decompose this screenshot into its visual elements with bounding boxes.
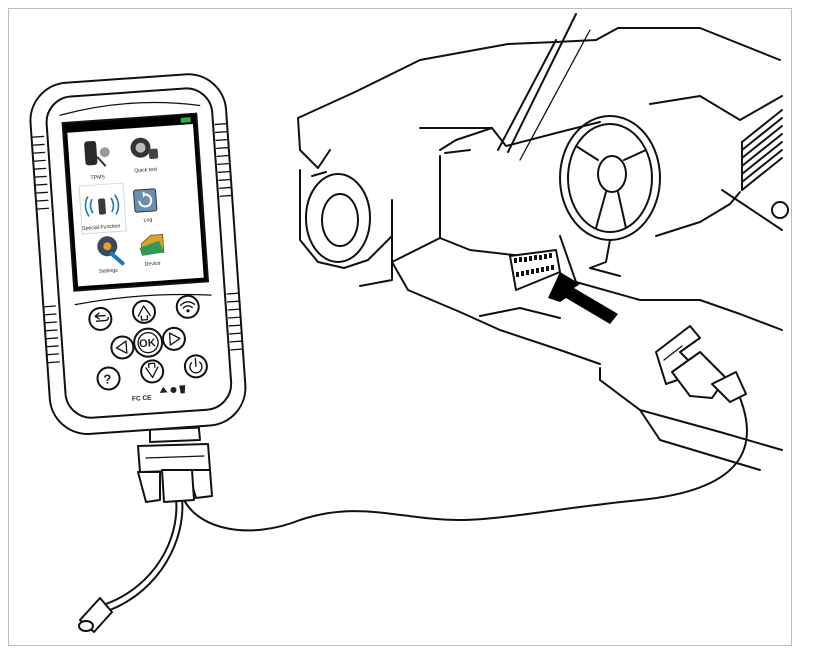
socket-pins-bottom: [516, 265, 554, 277]
obd-plug: [655, 325, 747, 403]
car-interior: [297, 13, 789, 471]
steering-wheel: [559, 115, 661, 277]
wireless-trigger-button[interactable]: [175, 294, 200, 319]
recycle-icon: [159, 386, 168, 393]
dash-lower-left: [299, 169, 393, 287]
menu-tile-special-function[interactable]: Special Function: [78, 182, 127, 235]
up-arrow-icon: [137, 305, 151, 321]
menu-tile-settings[interactable]: Settings: [97, 235, 125, 275]
menu-tile-quick-test[interactable]: Quick test: [130, 137, 159, 175]
tire-gauge-icon: [130, 137, 159, 159]
air-vent: [741, 109, 783, 191]
folder-icon: [139, 233, 165, 256]
obd-cable: [78, 325, 748, 633]
down-button[interactable]: [140, 359, 165, 384]
left-grip-ridges: [30, 135, 60, 364]
device-inner-bezel: [45, 87, 233, 419]
certification-marks: FC CE: [132, 385, 186, 403]
menu-label-settings: Settings: [99, 268, 119, 275]
log-refresh-icon: [133, 188, 158, 213]
down-arrow-icon: [145, 362, 159, 379]
certification-text: FC CE: [132, 395, 153, 403]
help-icon: ?: [103, 371, 112, 387]
wireless-signal-icon: [84, 194, 120, 217]
tpms-sensor-icon: [84, 140, 110, 167]
weee-bin-icon: [179, 385, 186, 394]
tpms-handheld-device: TPMS Quick test Special Function: [29, 73, 247, 435]
power-icon: [189, 357, 203, 374]
menu-label-log: Log: [143, 217, 152, 224]
ok-button[interactable]: OK: [133, 327, 164, 358]
left-arrow-icon: [115, 340, 128, 354]
menu-tile-device[interactable]: Device: [139, 233, 165, 268]
help-button[interactable]: ?: [96, 366, 121, 391]
obd-socket: [509, 249, 561, 291]
menu-label-device: Device: [144, 261, 160, 268]
keypad: OK ? F: [74, 293, 212, 403]
dash-knob: [771, 201, 789, 219]
right-button[interactable]: [161, 326, 186, 351]
menu-label-quick-test: Quick test: [134, 167, 158, 175]
left-button[interactable]: [110, 335, 135, 360]
menu-label-special-function: Special Function: [82, 223, 121, 232]
back-arrow-icon: [94, 312, 109, 322]
menu-tile-log[interactable]: Log: [133, 188, 158, 224]
power-button[interactable]: [183, 354, 208, 379]
right-grip-ridges: [214, 122, 244, 351]
insert-direction-arrow: [548, 272, 618, 324]
figure-frame: [8, 8, 792, 646]
menu-tile-tpms[interactable]: TPMS: [84, 140, 112, 182]
up-button[interactable]: [131, 299, 156, 324]
right-arrow-icon: [168, 332, 181, 346]
settings-gear-icon: [97, 236, 125, 266]
socket-pins-top: [514, 253, 552, 263]
wifi-icon: [179, 301, 196, 313]
back-button[interactable]: [88, 306, 113, 331]
menu-label-tpms: TPMS: [90, 174, 105, 181]
battery-icon: [180, 117, 191, 123]
ok-label: OK: [139, 337, 156, 350]
cable-end-probe: [78, 597, 113, 633]
rohs-icon: [170, 386, 177, 393]
